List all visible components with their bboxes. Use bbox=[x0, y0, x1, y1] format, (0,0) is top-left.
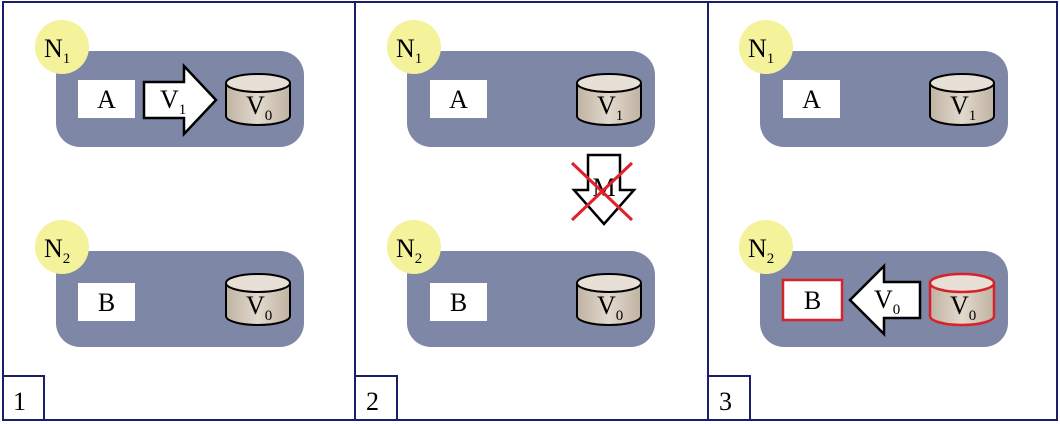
node-n2: N2 B V0 V0 bbox=[739, 220, 1008, 347]
node-n2: N2 B V0 bbox=[387, 220, 655, 347]
node-label-badge bbox=[35, 220, 89, 274]
node-label-badge bbox=[739, 220, 793, 274]
node-label: N1 bbox=[44, 34, 70, 67]
app-label: A bbox=[97, 85, 116, 114]
cross-icon bbox=[570, 161, 634, 222]
panel-number: 3 bbox=[719, 387, 732, 416]
datastore-label: V0 bbox=[246, 91, 272, 124]
datastore bbox=[225, 73, 291, 126]
datastore-label: V1 bbox=[597, 91, 623, 124]
message-arrow-blocked: M bbox=[570, 153, 637, 226]
datastore-label: V0 bbox=[246, 291, 272, 324]
write-arrow bbox=[142, 62, 218, 138]
datastore bbox=[576, 273, 642, 326]
node-label-badge bbox=[739, 20, 793, 74]
datastore bbox=[929, 73, 995, 126]
app-box bbox=[430, 80, 487, 118]
panel-number: 1 bbox=[13, 387, 26, 416]
app-box bbox=[78, 283, 135, 321]
app-label: A bbox=[449, 85, 468, 114]
arrow-label: V1 bbox=[160, 85, 186, 118]
node-label: N2 bbox=[748, 234, 774, 267]
node-label-badge bbox=[387, 20, 441, 74]
panel-3: 3 N1 A V1 N2 B V0 bbox=[707, 1, 1058, 421]
datastore bbox=[225, 273, 291, 326]
datastore-label: V1 bbox=[950, 91, 976, 124]
node-label: N2 bbox=[44, 234, 70, 267]
app-box bbox=[430, 283, 487, 321]
app-label: B bbox=[98, 288, 115, 317]
read-arrow bbox=[848, 262, 922, 338]
app-box bbox=[78, 80, 135, 118]
node-n1: N1 A V1 bbox=[387, 20, 655, 147]
app-label: B bbox=[450, 288, 467, 317]
node-n2: N2 B V0 bbox=[35, 220, 304, 347]
node-label: N1 bbox=[396, 34, 422, 67]
datastore-label: V0 bbox=[597, 291, 623, 324]
app-box-highlighted bbox=[781, 278, 844, 322]
node-label: N1 bbox=[748, 34, 774, 67]
panel-number-box bbox=[354, 375, 398, 421]
node-label-badge bbox=[387, 220, 441, 274]
panel-2: 2 N1 A V1 M N2 B bbox=[354, 1, 709, 421]
datastore-label: V0 bbox=[950, 291, 976, 324]
panel-1: 1 N1 A V1 V0 N2 B bbox=[2, 1, 356, 421]
arrow-label: V0 bbox=[874, 285, 900, 318]
node-n1: N1 A V1 V0 bbox=[35, 20, 304, 147]
datastore-highlighted bbox=[928, 272, 996, 327]
node-label-badge bbox=[35, 20, 89, 74]
panel-number-box bbox=[2, 375, 45, 421]
app-label: A bbox=[802, 85, 821, 114]
node-n1: N1 A V1 bbox=[739, 20, 1008, 147]
node-label: N2 bbox=[396, 234, 422, 267]
datastore bbox=[576, 73, 642, 126]
panel-number: 2 bbox=[366, 387, 379, 416]
panel-number-box bbox=[707, 375, 751, 421]
app-box bbox=[783, 80, 840, 118]
app-label: B bbox=[804, 286, 821, 315]
